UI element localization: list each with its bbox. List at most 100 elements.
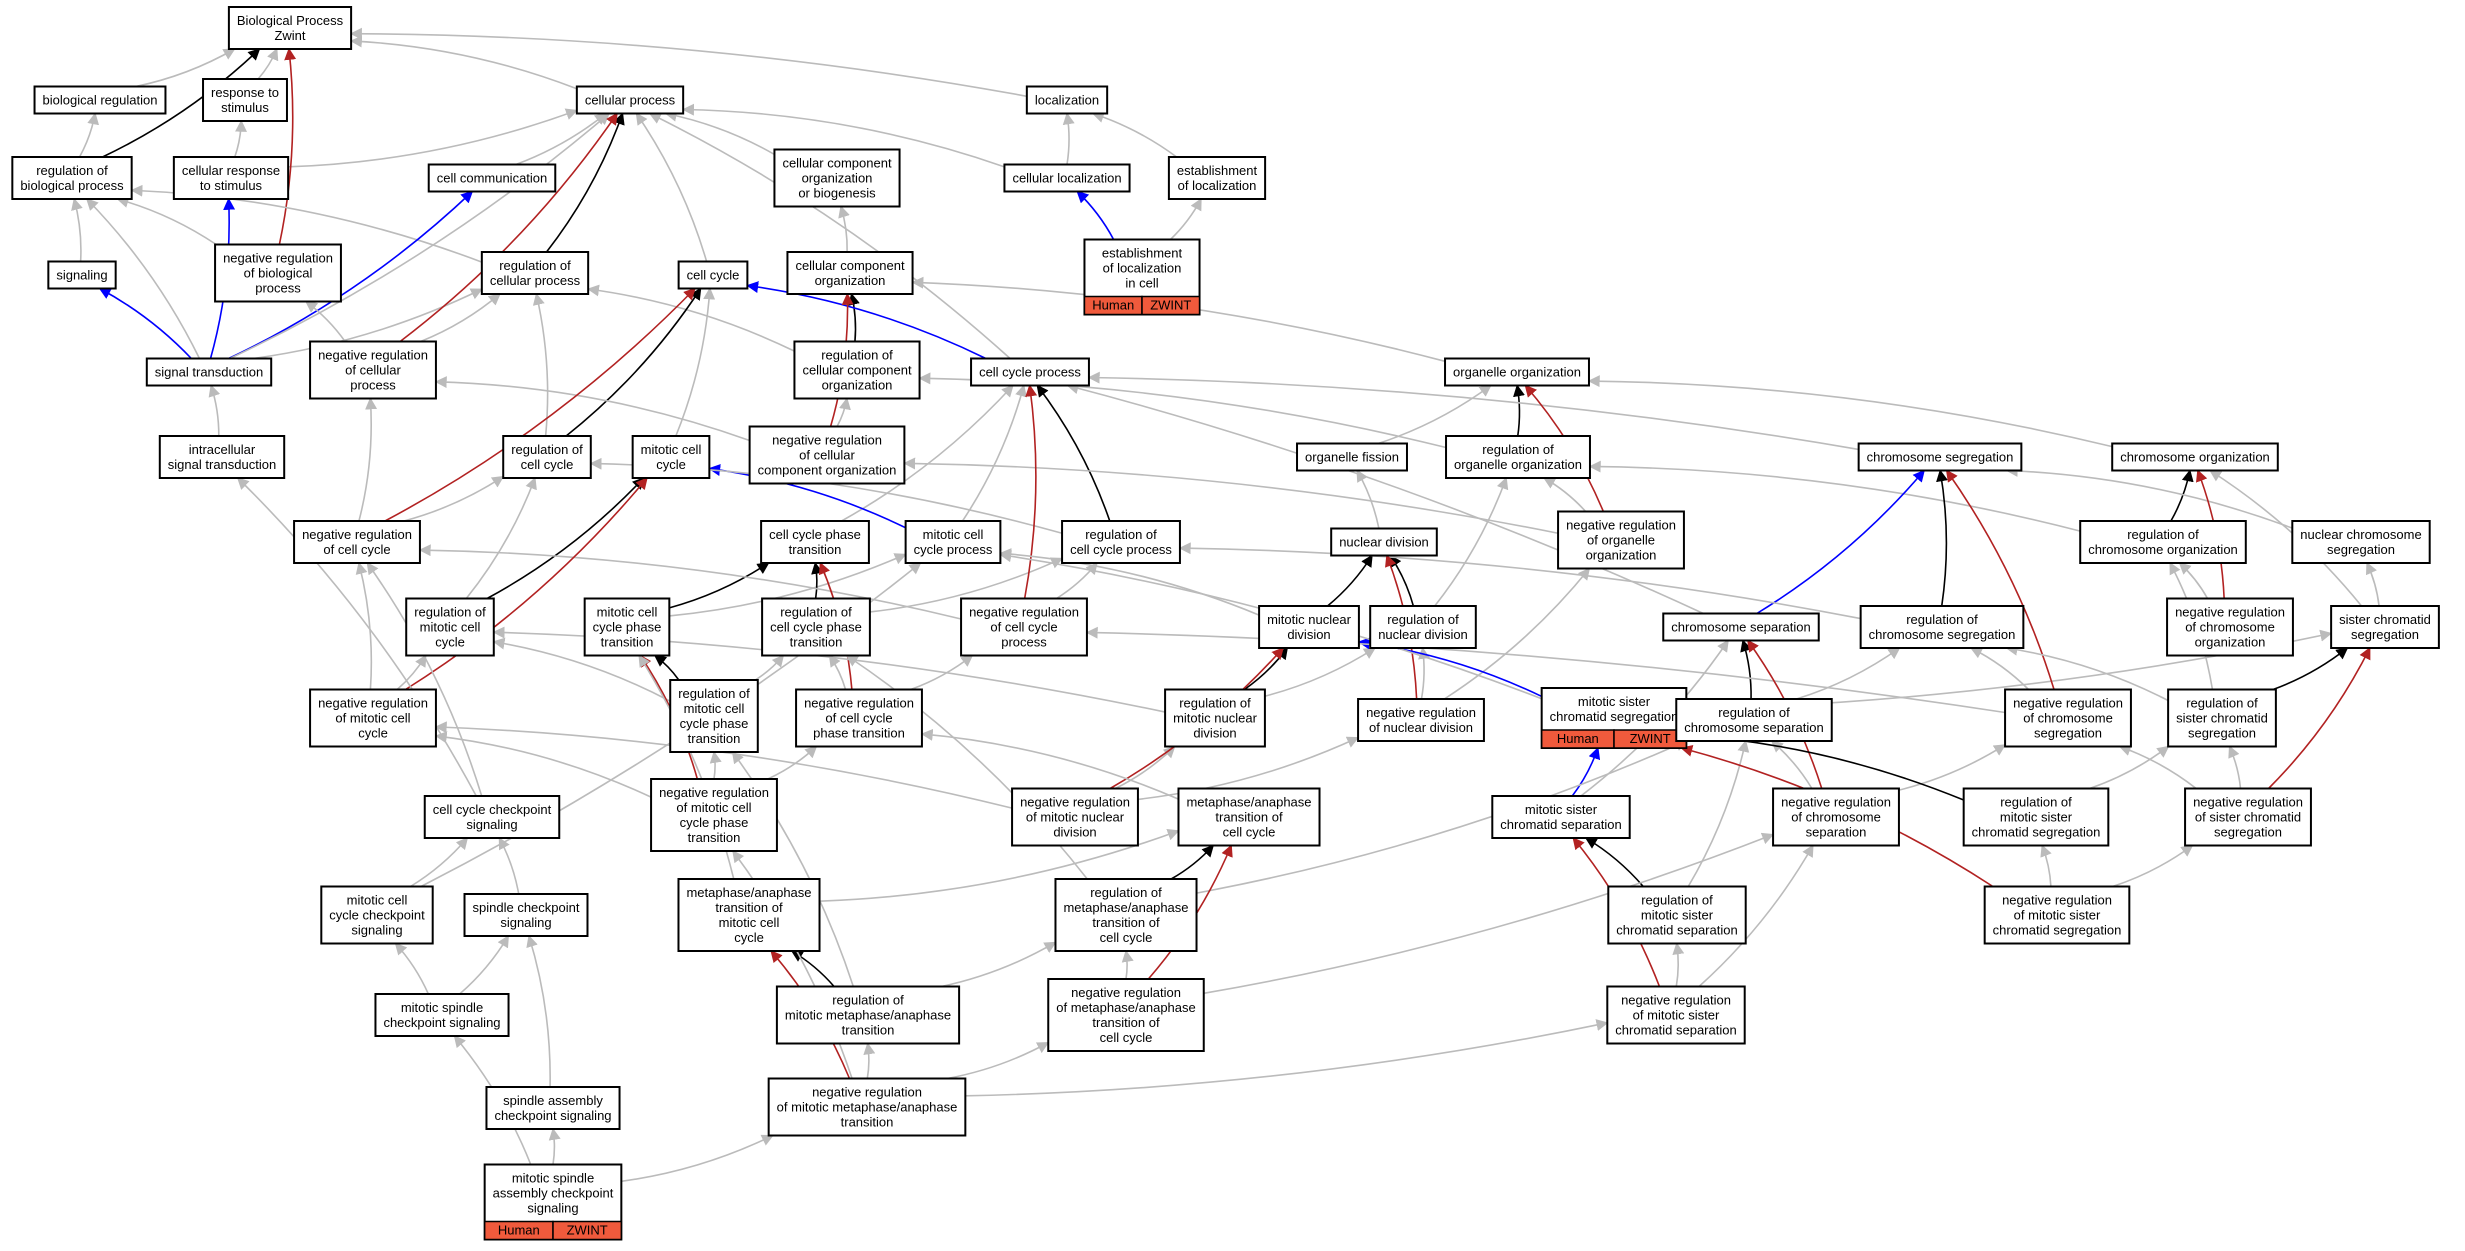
term-node-chrorg[interactable]: chromosome organization (2111, 442, 2279, 472)
edge-is-a-negregmitmat-to-negregmitsischrsep (965, 1019, 1609, 1097)
term-node-orgfis[interactable]: organelle fission (1296, 442, 1408, 472)
term-node-signaling[interactable]: signaling (47, 260, 117, 290)
edge-is-a-sischrseg-to-chrorg (2209, 469, 2363, 607)
term-label-line: negative regulation (2002, 893, 2112, 908)
term-node-sigtrans[interactable]: signal transduction (145, 357, 273, 387)
term-label-line: cell communication (437, 171, 548, 186)
term-label-line: metaphase/anaphase (1186, 795, 1311, 810)
term-node-loc[interactable]: localization (1025, 85, 1109, 115)
term-label-line: Zwint (274, 28, 305, 43)
term-node-nucdiv[interactable]: nuclear division (1330, 527, 1438, 557)
term-label-line: spindle checkpoint (473, 900, 580, 915)
term-node-cellproc[interactable]: cellular process (575, 85, 685, 115)
edge-part-of-regcellproc-to-cellproc (545, 112, 625, 253)
term-node-cellcomm[interactable]: cell communication (427, 163, 557, 193)
term-node-cellcycle[interactable]: cell cycle (677, 260, 749, 290)
term-label-line: of mitotic cell (335, 711, 410, 726)
term-label-line: mitotic metaphase/anaphase (785, 1008, 951, 1023)
edge-is-a-orgfis-to-orgorg (1377, 384, 1492, 445)
term-box (1983, 885, 2131, 945)
term-node-cellloc[interactable]: cellular localization (1003, 163, 1131, 193)
edge-neg-regulates-negregchrseg-to-chrseg (1945, 469, 2055, 690)
edge-is-a-regccpt-to-regccp (869, 557, 1064, 613)
term-node-regmatcc[interactable]: regulation ofmetaphase/anaphasetransitio… (1054, 878, 1198, 952)
term-node-ccp[interactable]: cell cycle process (970, 357, 1090, 387)
term-label-line: regulation of (414, 605, 486, 620)
term-node-chrseg[interactable]: chromosome segregation (1857, 442, 2023, 472)
term-label-line: cellular process (490, 273, 581, 288)
term-node-orgorg[interactable]: organelle organization (1444, 357, 1590, 387)
term-node-bioreg[interactable]: biological regulation (33, 85, 167, 115)
term-node-chrsep[interactable]: chromosome separation (1662, 612, 1820, 642)
edge-part-of-regbio-to-bp (102, 48, 261, 158)
edge-is-a-negregchrorg-to-regchrorg (2178, 562, 2209, 599)
term-box (761, 597, 871, 657)
edge-part-of-regcc-to-cellcycle (565, 287, 702, 437)
term-box (970, 357, 1090, 387)
annotation-tag-human: Human (1092, 298, 1134, 313)
